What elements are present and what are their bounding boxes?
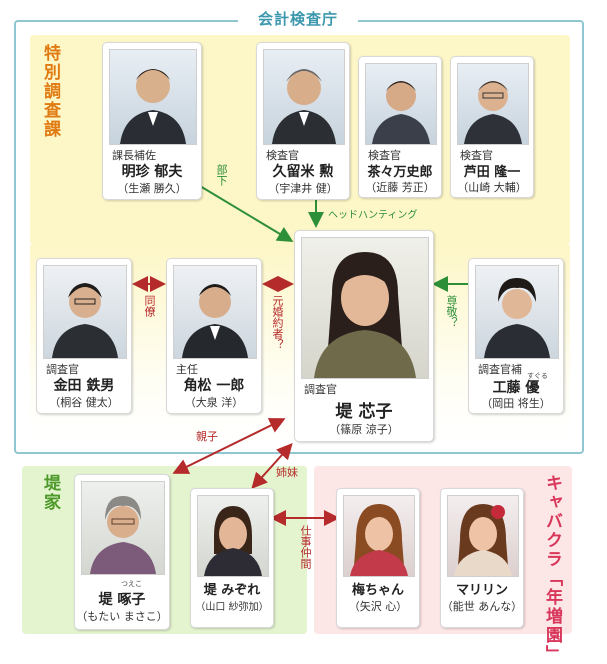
actor-mizore: （山口 紗弥加） [195,602,269,613]
arrow-oyako [172,418,286,474]
portrait-mizore [197,495,269,577]
card-kakumatsu[interactable]: 主任 角松 一郎 （大泉 洋） [166,258,262,414]
actor-kakumatsu: （大泉 洋） [184,396,244,409]
portrait-kudo [475,265,559,359]
role-kudo: 調査官補 [478,363,522,376]
card-tsutsumi[interactable]: 調査官 堤 芯子 （篠原 涼子） [294,230,434,442]
card-sasaman[interactable]: 検査官 茶々万史郎 （近藤 芳正） [358,56,442,198]
role-kurume: 検査官 [266,149,299,162]
actor-kaneda: （桐谷 健太） [49,396,119,409]
agency-title: 会計検査庁 [238,8,358,30]
portrait-marilyn [447,495,519,577]
card-kurume[interactable]: 検査官 久留米 勲 （宇津井 健） [256,42,350,200]
actor-kudo: （岡田 将生） [481,397,551,410]
actor-myochin: （生瀬 勝久） [117,182,187,195]
name-sasaman: 茶々万史郎 [367,165,433,180]
relation-doryo: 同僚 [143,295,156,317]
arrow-shimai [251,443,293,489]
card-mizore[interactable]: 堤 みぞれ （山口 紗弥加） [190,488,274,628]
card-ume[interactable]: 梅ちゃん （矢沢 心） [336,488,420,628]
relation-buka: 部下 [215,164,228,186]
name-kaneda: 金田 鉄男 [53,378,115,394]
name-kakumatsu: 角松 一郎 [183,378,245,394]
role-sasaman: 検査官 [368,149,401,162]
name-mizore: 堤 みぞれ [203,583,261,598]
relation-headhunting: ヘッドハンティング [328,210,418,221]
actor-marilyn: （能世 あんな） [441,600,523,613]
relation-shimai: 姉妹 [276,466,298,479]
name-kudo: 工藤 優 [492,380,540,396]
card-ashida[interactable]: 検査官 芦田 隆一 （山崎 大輔） [450,56,534,198]
card-myochin[interactable]: 課長補佐 明珍 郁夫 （生瀬 勝久） [102,42,202,200]
portrait-ume [343,495,415,577]
portrait-kaneda [43,265,127,359]
name-ume: 梅ちゃん [351,583,404,598]
name-myochin: 明珍 郁夫 [121,164,183,180]
name-ashida: 芦田 隆一 [463,165,521,180]
card-kudo[interactable]: 調査官補 すぐる 工藤 優 （岡田 将生） [468,258,564,414]
actor-kurume: （宇津井 健） [268,182,338,195]
club-label: キャバクラ「年増園」 [542,474,562,664]
portrait-myochin [109,49,197,145]
portrait-kakumatsu [173,265,257,359]
role-kaneda: 調査官 [46,363,79,376]
name-kurume: 久留米 勲 [272,164,334,180]
ruby-kudo: すぐる [527,372,548,380]
actor-takuko: （もたい まさこ） [76,610,168,623]
relation-sonkei: 尊敬？ [445,295,458,328]
card-kaneda[interactable]: 調査官 金田 鉄男 （桐谷 健太） [36,258,132,414]
name-marilyn: マリリン [455,583,508,598]
relation-motokonyakusha: 元婚約者？ [271,295,284,350]
actor-sasaman: （近藤 芳正） [365,181,435,194]
tokubetsu-label: 特別調査課 [40,44,60,139]
card-marilyn[interactable]: マリリン （能世 あんな） [440,488,524,628]
portrait-sasaman [365,63,437,145]
actor-ashida: （山崎 大輔） [457,181,527,194]
portrait-kurume [263,49,345,145]
ruby-takuko: つえこ [121,580,142,588]
name-takuko: 堤 啄子 [98,592,146,608]
role-tsutsumi: 調査官 [304,383,337,396]
portrait-ashida [457,63,529,145]
role-kakumatsu: 主任 [176,363,198,376]
relation-oyako: 親子 [196,430,218,443]
role-myochin: 課長補佐 [112,149,156,162]
relation-shigotonakama: 仕事仲間 [299,525,312,569]
actor-ume: （矢沢 心） [348,600,408,613]
name-tsutsumi: 堤 芯子 [335,402,393,422]
portrait-tsutsumi [301,237,429,379]
portrait-takuko [81,481,165,575]
role-ashida: 検査官 [460,149,493,162]
card-takuko[interactable]: つえこ 堤 啄子 （もたい まさこ） [74,474,170,630]
actor-tsutsumi: （篠原 涼子） [329,423,399,436]
arrow-buka [199,185,294,243]
home-label: 堤家 [40,474,60,512]
